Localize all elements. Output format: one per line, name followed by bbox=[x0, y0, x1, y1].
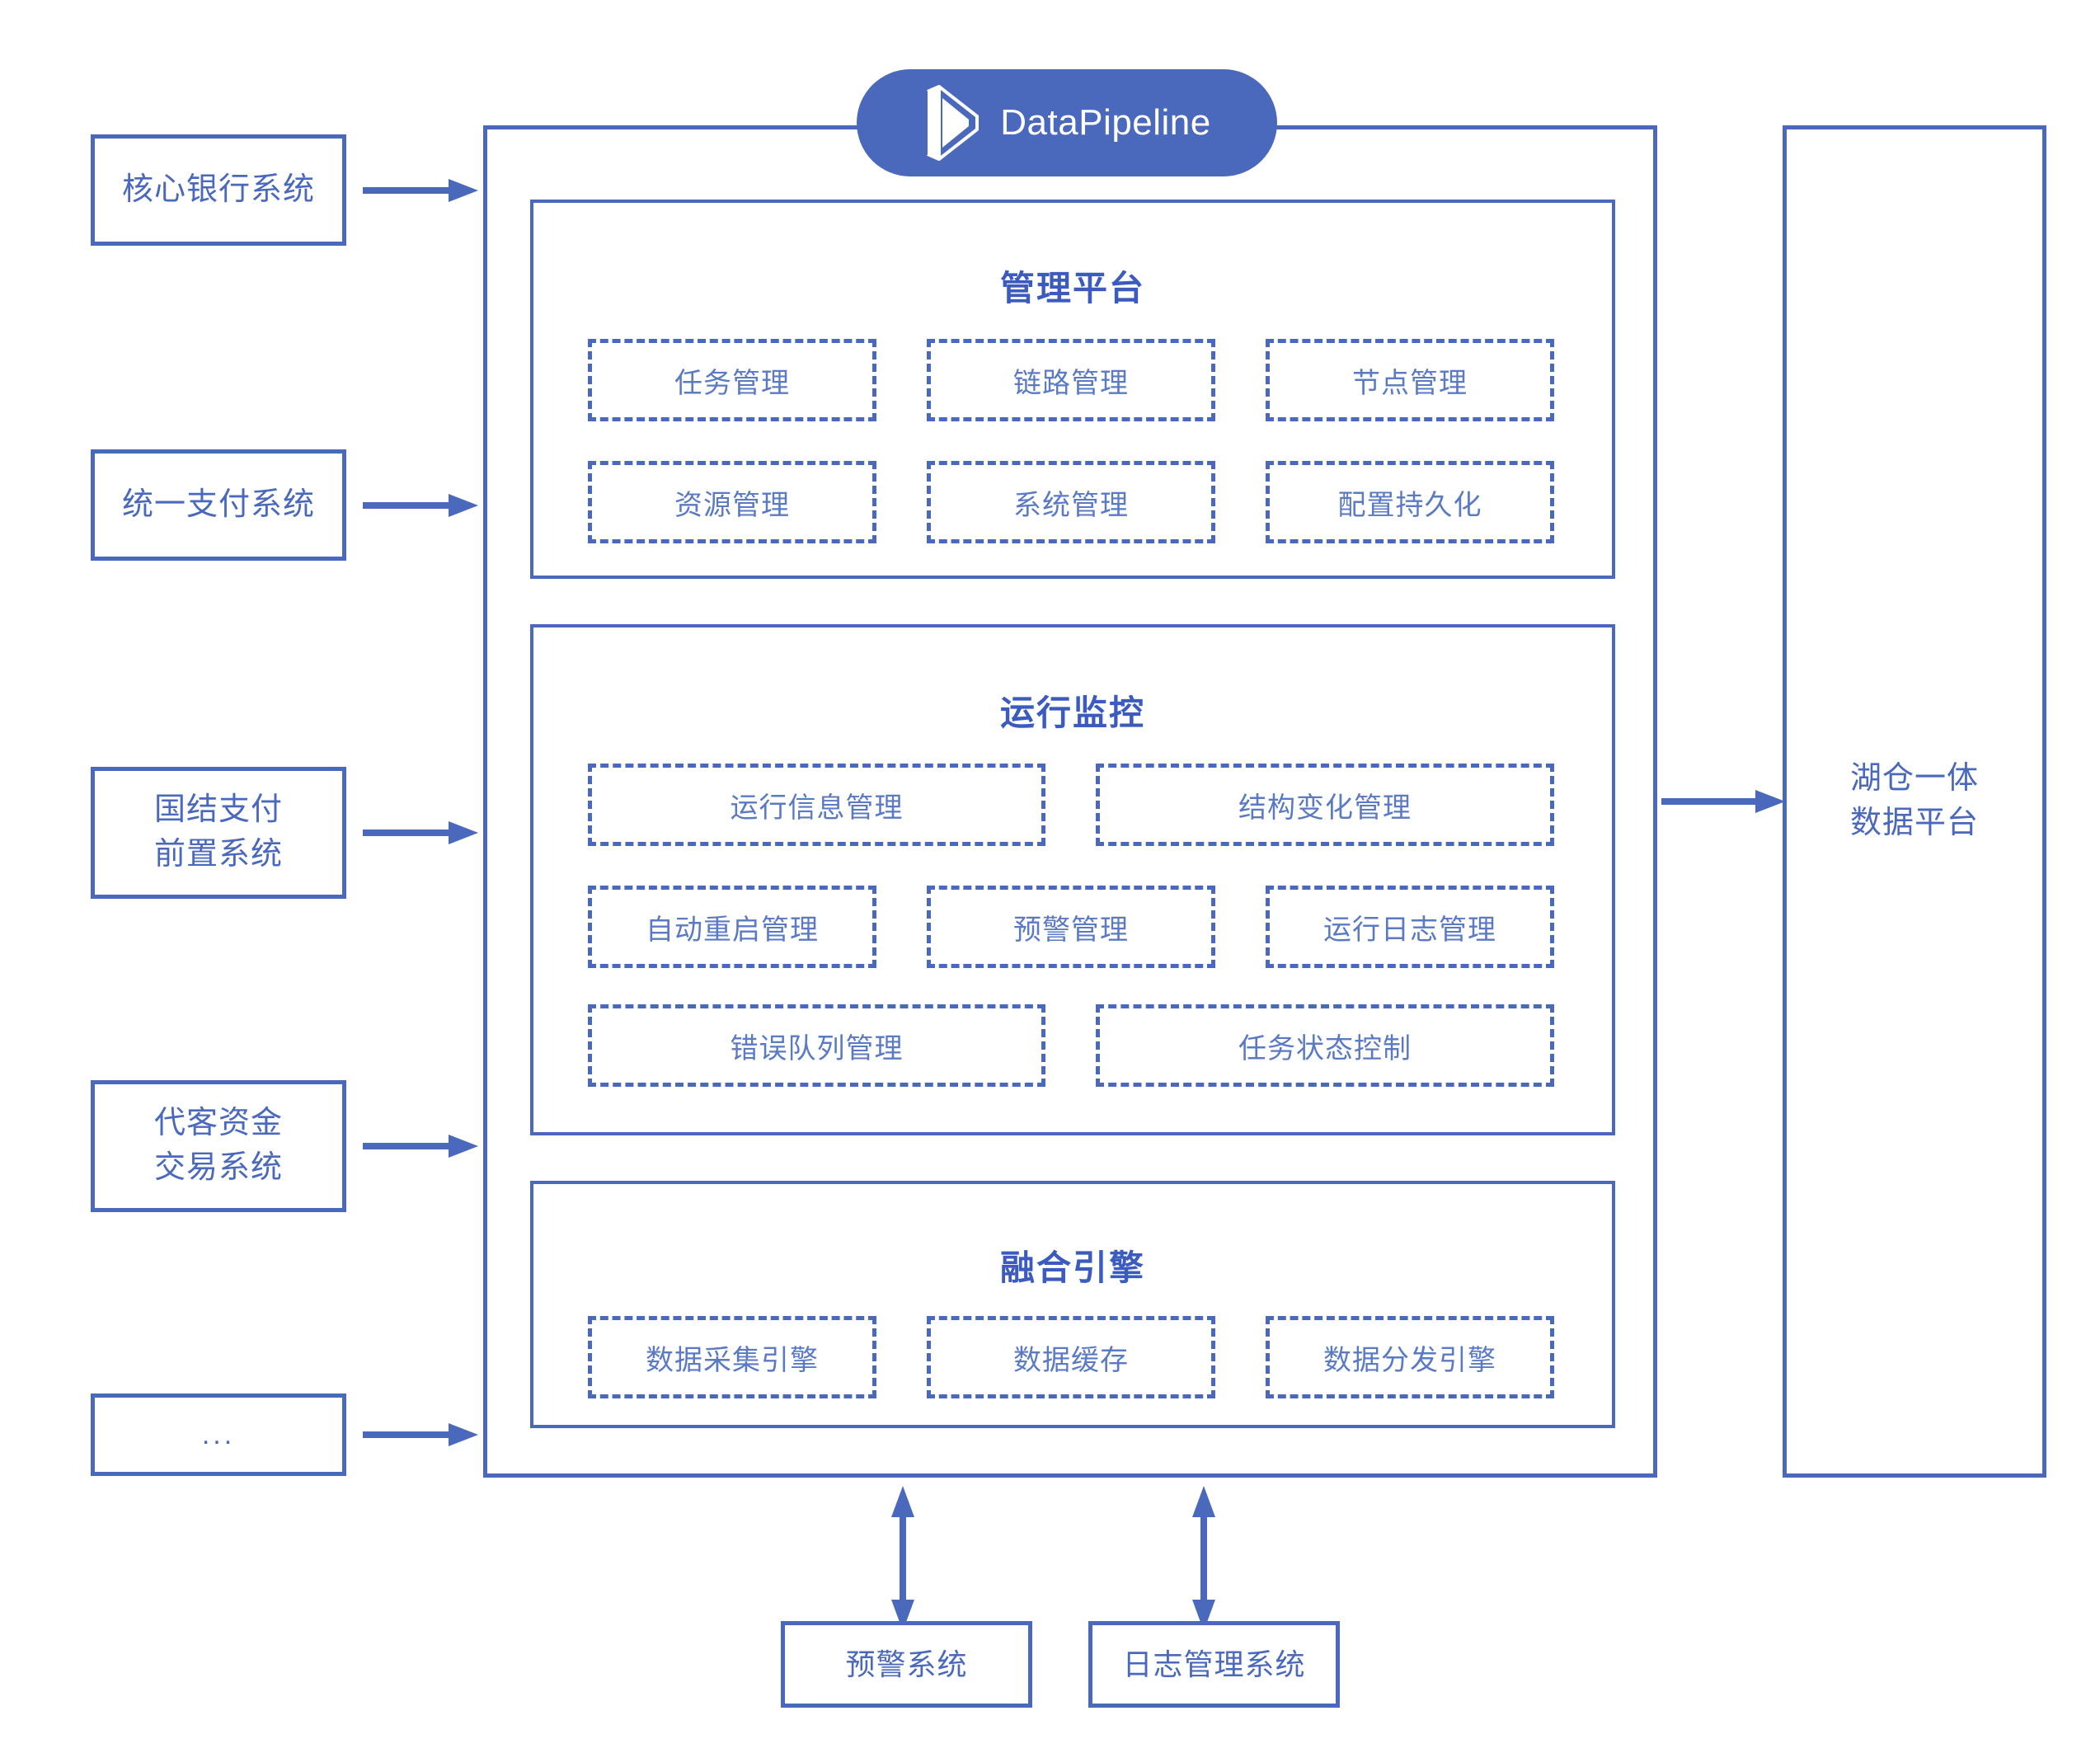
module-link-management[interactable]: 链路管理 bbox=[927, 339, 1215, 421]
arrow-core-banking-to-pipeline bbox=[363, 179, 478, 202]
source-box-client-fund-trading[interactable]: 代客资金 交易系统 bbox=[91, 1080, 346, 1212]
source-box-intl-settlement-frontend[interactable]: 国结支付 前置系统 bbox=[91, 767, 346, 899]
module-label: 资源管理 bbox=[674, 489, 790, 521]
source-box-more[interactable]: ... bbox=[91, 1394, 346, 1476]
arrow-unified-payment-to-pipeline bbox=[363, 494, 478, 517]
destination-box-lakehouse-data-platform[interactable]: 湖仓一体 数据平台 bbox=[1783, 125, 2046, 1478]
pipeline-container: 管理平台 任务管理 链路管理 节点管理 资源管理 系统管理 配置持久化 运行监控 bbox=[483, 125, 1657, 1478]
module-data-collection-engine[interactable]: 数据采集引擎 bbox=[588, 1316, 876, 1398]
module-data-distribution-engine[interactable]: 数据分发引擎 bbox=[1266, 1316, 1554, 1398]
arrow-more-to-pipeline bbox=[363, 1423, 478, 1446]
peripheral-label: 预警系统 bbox=[845, 1647, 968, 1681]
source-label-line1: 国结支付 bbox=[153, 792, 283, 828]
module-label: 链路管理 bbox=[1013, 367, 1129, 399]
module-task-state-control[interactable]: 任务状态控制 bbox=[1096, 1004, 1554, 1087]
arrow-pipeline-to-log-management-system bbox=[1192, 1486, 1215, 1631]
module-label: 数据缓存 bbox=[1013, 1344, 1129, 1376]
module-label: 节点管理 bbox=[1352, 367, 1468, 399]
source-label-line2: 前置系统 bbox=[153, 837, 283, 872]
module-system-management[interactable]: 系统管理 bbox=[927, 461, 1215, 543]
source-box-unified-payment[interactable]: 统一支付系统 bbox=[91, 449, 346, 561]
source-label: 核心银行系统 bbox=[121, 172, 315, 207]
module-label: 任务状态控制 bbox=[1238, 1032, 1412, 1065]
module-label: 数据采集引擎 bbox=[646, 1344, 819, 1376]
module-alert-management[interactable]: 预警管理 bbox=[927, 886, 1215, 968]
module-label: 错误队列管理 bbox=[730, 1032, 904, 1065]
datapipeline-logo-icon bbox=[927, 85, 980, 161]
module-auto-restart-management[interactable]: 自动重启管理 bbox=[588, 886, 876, 968]
module-node-management[interactable]: 节点管理 bbox=[1266, 339, 1554, 421]
source-label-line1: 代客资金 bbox=[153, 1106, 283, 1141]
source-label-line2: 交易系统 bbox=[153, 1150, 283, 1185]
section-title-runtime-monitoring: 运行监控 bbox=[999, 693, 1145, 732]
module-label: 任务管理 bbox=[674, 367, 790, 399]
module-label: 数据分发引擎 bbox=[1323, 1344, 1496, 1376]
module-label: 自动重启管理 bbox=[646, 914, 819, 946]
module-runtime-info-management[interactable]: 运行信息管理 bbox=[588, 764, 1045, 846]
module-structure-change-management[interactable]: 结构变化管理 bbox=[1096, 764, 1554, 846]
module-label: 结构变化管理 bbox=[1238, 792, 1412, 824]
peripheral-label: 日志管理系统 bbox=[1122, 1647, 1306, 1681]
source-box-core-banking[interactable]: 核心银行系统 bbox=[91, 134, 346, 246]
destination-label-line1: 湖仓一体 bbox=[1849, 761, 1979, 797]
section-management-platform: 管理平台 任务管理 链路管理 节点管理 资源管理 系统管理 配置持久化 bbox=[530, 200, 1615, 579]
brand-name: DataPipeline bbox=[1000, 102, 1211, 143]
datapipeline-logo-badge: DataPipeline bbox=[857, 69, 1277, 176]
module-error-queue-management[interactable]: 错误队列管理 bbox=[588, 1004, 1045, 1087]
destination-label-line2: 数据平台 bbox=[1849, 806, 1979, 840]
section-runtime-monitoring: 运行监控 运行信息管理 结构变化管理 自动重启管理 预警管理 运行日志管理 错误… bbox=[530, 624, 1615, 1135]
module-label: 运行信息管理 bbox=[730, 792, 904, 824]
module-task-management[interactable]: 任务管理 bbox=[588, 339, 876, 421]
module-data-cache[interactable]: 数据缓存 bbox=[927, 1316, 1215, 1398]
peripheral-box-log-management-system[interactable]: 日志管理系统 bbox=[1088, 1621, 1340, 1708]
module-label: 系统管理 bbox=[1013, 489, 1129, 521]
module-label: 运行日志管理 bbox=[1323, 914, 1496, 946]
source-label: ... bbox=[201, 1418, 236, 1450]
section-title-management-platform: 管理平台 bbox=[999, 269, 1145, 308]
module-label: 预警管理 bbox=[1013, 914, 1129, 946]
peripheral-box-alert-system[interactable]: 预警系统 bbox=[781, 1621, 1032, 1708]
arrow-client-fund-to-pipeline bbox=[363, 1135, 478, 1158]
arrow-pipeline-to-alert-system bbox=[891, 1486, 914, 1631]
module-resource-management[interactable]: 资源管理 bbox=[588, 461, 876, 543]
source-label: 统一支付系统 bbox=[121, 486, 315, 522]
section-fusion-engine: 融合引擎 数据采集引擎 数据缓存 数据分发引擎 bbox=[530, 1181, 1615, 1428]
module-config-persistence[interactable]: 配置持久化 bbox=[1266, 461, 1554, 543]
arrow-intl-settlement-to-pipeline bbox=[363, 821, 478, 844]
module-runtime-log-management[interactable]: 运行日志管理 bbox=[1266, 886, 1554, 968]
module-label: 配置持久化 bbox=[1337, 489, 1482, 521]
arrow-pipeline-to-lakehouse bbox=[1661, 790, 1785, 813]
section-title-fusion-engine: 融合引擎 bbox=[999, 1248, 1145, 1287]
